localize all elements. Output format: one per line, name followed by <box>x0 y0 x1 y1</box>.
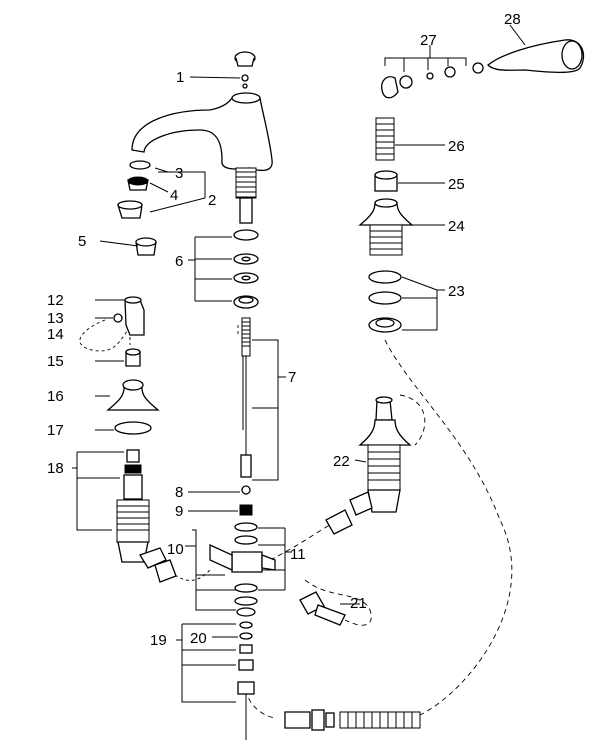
valve-body-left <box>116 499 150 543</box>
callout-23: 23 <box>448 283 465 300</box>
aerator-parts <box>117 160 157 256</box>
callout-2: 2 <box>208 192 216 209</box>
hand-shower-assembly <box>358 39 585 333</box>
spout-assembly <box>131 51 276 740</box>
callout-7: 7 <box>288 369 296 386</box>
callout-15: 15 <box>47 353 64 370</box>
callout-22: 22 <box>333 453 350 470</box>
callout-16: 16 <box>47 388 64 405</box>
gasket-17 <box>114 421 152 435</box>
callout-10: 10 <box>167 541 184 558</box>
callout-6: 6 <box>175 253 183 270</box>
left-handle-assembly <box>106 296 177 583</box>
callout-27: 27 <box>420 32 437 49</box>
callout-9: 9 <box>175 503 183 520</box>
callout-20: 20 <box>190 630 207 647</box>
callout-25: 25 <box>448 176 465 193</box>
callout-28: 28 <box>504 11 521 28</box>
callout-8: 8 <box>175 484 183 501</box>
lift-rod <box>241 317 251 357</box>
callout-labels: 1 2 3 4 5 6 7 8 9 10 11 12 13 14 15 16 1… <box>47 11 521 649</box>
right-handle-assembly <box>325 396 412 535</box>
callout-17: 17 <box>47 422 64 439</box>
callout-12: 12 <box>47 292 64 309</box>
lift-washer <box>241 74 249 82</box>
callout-5: 5 <box>78 233 86 250</box>
callout-1: 1 <box>176 69 184 86</box>
washer-6a <box>233 229 259 241</box>
callout-19: 19 <box>150 632 167 649</box>
callout-11: 11 <box>290 546 306 563</box>
hose-fittings <box>284 591 421 731</box>
hose-end <box>375 117 395 161</box>
callout-24: 24 <box>448 218 465 235</box>
callout-13: 13 <box>47 310 64 327</box>
spout-body <box>131 97 273 172</box>
callout-3: 3 <box>175 165 183 182</box>
o-ring-8 <box>241 485 251 495</box>
callout-4: 4 <box>170 187 178 204</box>
leader-lines <box>72 24 526 703</box>
aerator-washer <box>129 160 151 170</box>
callout-18: 18 <box>47 460 64 477</box>
hand-shower <box>487 39 585 74</box>
callout-26: 26 <box>448 138 465 155</box>
callout-14: 14 <box>47 326 64 343</box>
handle-12 <box>124 299 145 336</box>
callout-21: 21 <box>350 595 367 612</box>
diverter-tee <box>231 551 263 573</box>
